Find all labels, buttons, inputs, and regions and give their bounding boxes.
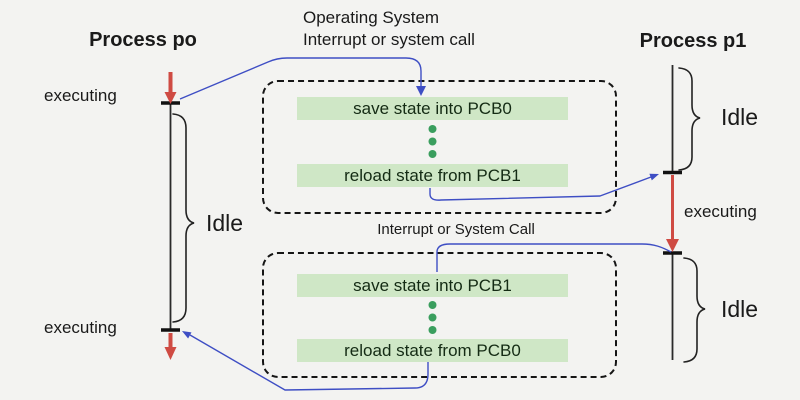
os-label-line2: Interrupt or system call bbox=[303, 30, 475, 49]
idle-brace-p1-bottom bbox=[683, 257, 706, 363]
red-arrowhead-p1-icon bbox=[666, 239, 679, 252]
blue-arrowhead-p0-tick-icon bbox=[182, 331, 192, 339]
executing-label-p0-top: executing bbox=[44, 86, 117, 105]
red-arrowhead-p0-top-icon bbox=[164, 92, 177, 104]
blue-arrowhead-p1-tick-icon bbox=[649, 173, 659, 181]
executing-label-p0-bottom: executing bbox=[44, 318, 117, 337]
process-p1-title: Process p1 bbox=[639, 30, 747, 52]
idle-label-p1-top: Idle bbox=[721, 104, 759, 130]
os-box-top bbox=[262, 80, 617, 214]
step-save-pcb0: save state into PCB0 bbox=[297, 97, 568, 120]
idle-brace-p1-top bbox=[678, 67, 701, 171]
mid-interrupt-label: Interrupt or System Call bbox=[377, 221, 535, 238]
process-p0-title: Process po bbox=[89, 29, 197, 51]
executing-label-p1: executing bbox=[684, 202, 757, 221]
os-label: Operating System Interrupt or system cal… bbox=[303, 7, 475, 51]
step-reload-pcb0: reload state from PCB0 bbox=[297, 339, 568, 362]
step-save-pcb1: save state into PCB1 bbox=[297, 274, 568, 297]
idle-brace-p0 bbox=[172, 113, 195, 323]
os-label-line1: Operating System bbox=[303, 8, 440, 27]
step-reload-pcb1: reload state from PCB1 bbox=[297, 164, 568, 187]
idle-label-p0: Idle bbox=[206, 210, 244, 236]
idle-label-p1-bottom: Idle bbox=[721, 296, 759, 322]
red-arrowhead-p0-bottom-icon bbox=[164, 347, 177, 360]
